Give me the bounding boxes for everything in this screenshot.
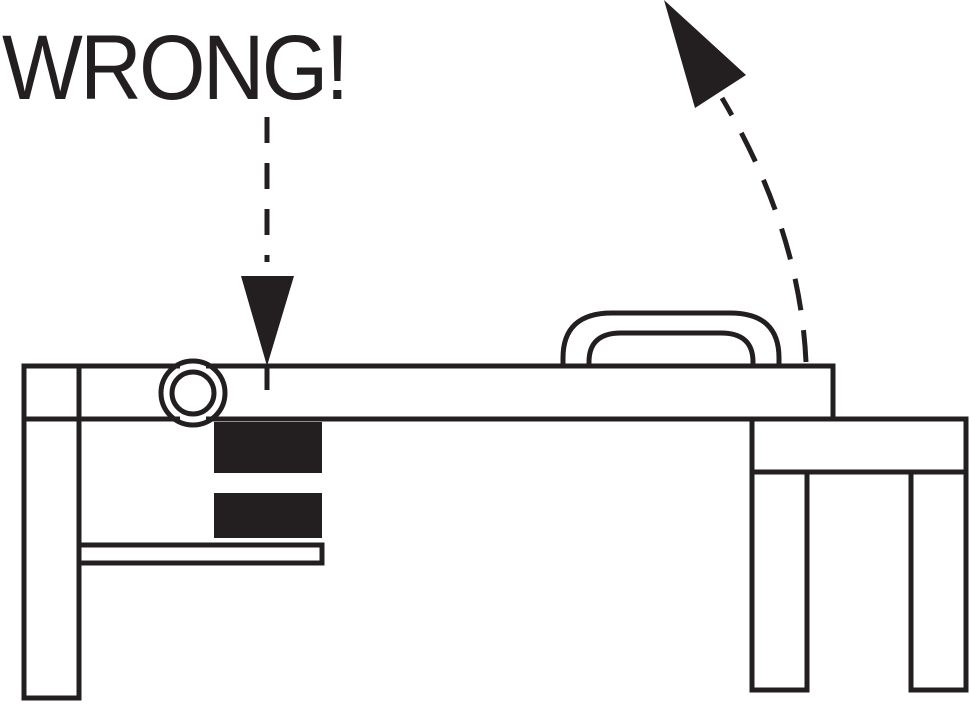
latch-block-lower xyxy=(214,493,322,538)
downward-force-arrow xyxy=(241,117,294,390)
left-support-post xyxy=(21,363,82,701)
right-frame-leg-right xyxy=(908,469,969,693)
hinge-pin-outer xyxy=(158,358,228,428)
warning-label: WRONG! xyxy=(2,17,349,119)
handle-inner xyxy=(586,330,756,366)
right-frame-top xyxy=(749,416,969,475)
bottom-shelf xyxy=(76,542,325,566)
lift-direction-arrow xyxy=(664,0,809,363)
right-frame-leg-left xyxy=(749,469,810,693)
handle-outer xyxy=(560,310,782,366)
latch-block-upper xyxy=(214,422,322,473)
hinge-pin-inner xyxy=(169,369,217,417)
hinged-lid xyxy=(79,363,836,422)
